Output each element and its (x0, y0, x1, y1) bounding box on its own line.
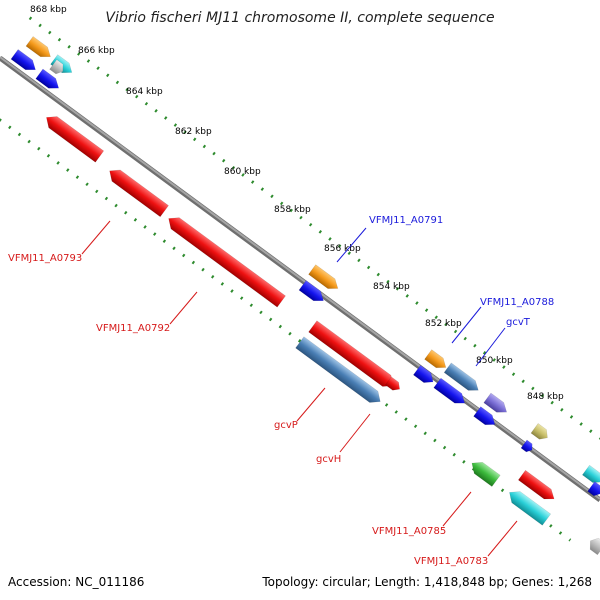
feature-red-A0792[interactable] (164, 213, 286, 308)
map-title: Vibrio fischeri MJ11 chromosome II, comp… (105, 10, 494, 26)
leader-VFMJ11_A0792 (169, 291, 198, 325)
feature-cyan-A0783-shape (509, 491, 552, 526)
tick-label-868: 868 kbp (30, 5, 67, 15)
feature-cyan-2-shape (582, 464, 600, 483)
feature-red-small-shape (385, 376, 400, 391)
summary-text: Topology: circular; Length: 1,418,848 bp… (261, 575, 592, 589)
feature-red-A0793a[interactable] (42, 112, 105, 163)
gene-label-VFMJ11_A0785[interactable]: VFMJ11_A0785 (372, 526, 446, 537)
gene-label-gcvT[interactable]: gcvT (506, 317, 531, 328)
feature-orange-A0791[interactable] (308, 264, 342, 294)
feature-gray-1[interactable] (49, 59, 67, 77)
backbone (0, 55, 600, 503)
feature-blue-5-shape (433, 377, 466, 404)
feature-steel-gcvT[interactable] (443, 362, 482, 395)
tick-labels: 868 kbp 866 kbp 864 kbp 862 kbp 860 kbp … (30, 5, 564, 402)
feature-purple-1[interactable] (483, 392, 510, 417)
leader-gcvP (296, 387, 326, 422)
tick-label-864: 864 kbp (126, 87, 163, 97)
label-leaders (81, 220, 518, 557)
gene-label-VFMJ11_A0793[interactable]: VFMJ11_A0793 (8, 253, 82, 264)
feature-red-A0792-shape (168, 217, 286, 308)
feature-blue-7-shape (520, 439, 533, 453)
feature-red-3[interactable] (517, 469, 557, 503)
feature-steel-gcvP[interactable] (295, 336, 385, 408)
feature-purple-1-shape (483, 392, 507, 413)
tick-label-866: 866 kbp (78, 46, 115, 56)
feature-gray-2-shape (589, 537, 600, 556)
feature-khaki-1[interactable] (530, 423, 551, 442)
feature-orange-2[interactable] (424, 349, 450, 373)
scale-guides (0, 16, 600, 542)
leader-VFMJ11_A0791 (336, 227, 367, 263)
leader-gcvH (339, 413, 371, 453)
upper-dotted-guide (28, 16, 600, 440)
feature-blue-2-shape (35, 68, 59, 89)
tick-label-850: 850 kbp (476, 356, 513, 366)
feature-green-A0785-shape (471, 461, 501, 487)
feature-red-small[interactable] (385, 376, 402, 393)
gene-label-VFMJ11_A0792[interactable]: VFMJ11_A0792 (96, 323, 170, 334)
gene-features (10, 36, 600, 556)
feature-cyan-2[interactable] (582, 464, 600, 487)
gene-label-VFMJ11_A0791[interactable]: VFMJ11_A0791 (369, 215, 443, 226)
tick-label-858: 858 kbp (274, 205, 311, 215)
feature-gray-2[interactable] (586, 535, 600, 556)
tick-label-860: 860 kbp (224, 167, 261, 177)
leader-gcvT (475, 327, 506, 367)
feature-blue-1-shape (10, 49, 36, 71)
feature-orange-2-shape (424, 349, 447, 369)
feature-red-3-shape (517, 469, 555, 500)
feature-gray-1-shape (49, 59, 64, 75)
feature-blue-3-shape (298, 280, 324, 302)
feature-orange-A0791-shape (308, 264, 339, 289)
feature-steel-gcvT-shape (443, 362, 479, 391)
lower-dotted-guide (0, 118, 572, 542)
feature-blue-1[interactable] (10, 49, 39, 74)
feature-blue-5[interactable] (433, 377, 468, 408)
feature-blue-7[interactable] (520, 439, 535, 454)
feature-cyan-A0783[interactable] (505, 487, 552, 526)
feature-green-A0785[interactable] (468, 457, 501, 487)
feature-blue-3[interactable] (298, 280, 327, 305)
feature-steel-gcvP-shape (295, 336, 381, 403)
leader-VFMJ11_A0783 (487, 520, 518, 557)
leader-VFMJ11_A0793 (81, 220, 111, 255)
tick-label-862: 862 kbp (175, 127, 212, 137)
leader-VFMJ11_A0785 (442, 491, 472, 527)
leader-VFMJ11_A0788 (451, 306, 482, 344)
gene-label-gcvH[interactable]: gcvH (316, 454, 341, 465)
gene-label-VFMJ11_A0783[interactable]: VFMJ11_A0783 (414, 556, 488, 567)
gene-label-VFMJ11_A0788[interactable]: VFMJ11_A0788 (480, 297, 554, 308)
tick-label-854: 854 kbp (373, 282, 410, 292)
feature-blue-2[interactable] (35, 68, 62, 93)
tick-label-852: 852 kbp (425, 319, 462, 329)
tick-label-848: 848 kbp (527, 392, 564, 402)
feature-blue-4-shape (413, 364, 434, 383)
feature-orange-1-shape (25, 36, 51, 58)
feature-red-A0793b-shape (109, 169, 169, 218)
feature-blue-6[interactable] (473, 406, 499, 430)
gene-labels: VFMJ11_A0791 VFMJ11_A0788 gcvT VFMJ11_A0… (8, 215, 554, 567)
gene-label-gcvP[interactable]: gcvP (274, 420, 298, 431)
feature-red-A0793a-shape (46, 116, 105, 163)
feature-orange-1[interactable] (25, 36, 54, 61)
feature-blue-6-shape (473, 406, 496, 426)
accession-text: Accession: NC_011186 (8, 575, 144, 589)
feature-blue-4[interactable] (413, 364, 436, 387)
tick-label-856: 856 kbp (324, 244, 361, 254)
feature-red-A0793b[interactable] (105, 165, 169, 218)
feature-khaki-1-shape (530, 423, 548, 440)
